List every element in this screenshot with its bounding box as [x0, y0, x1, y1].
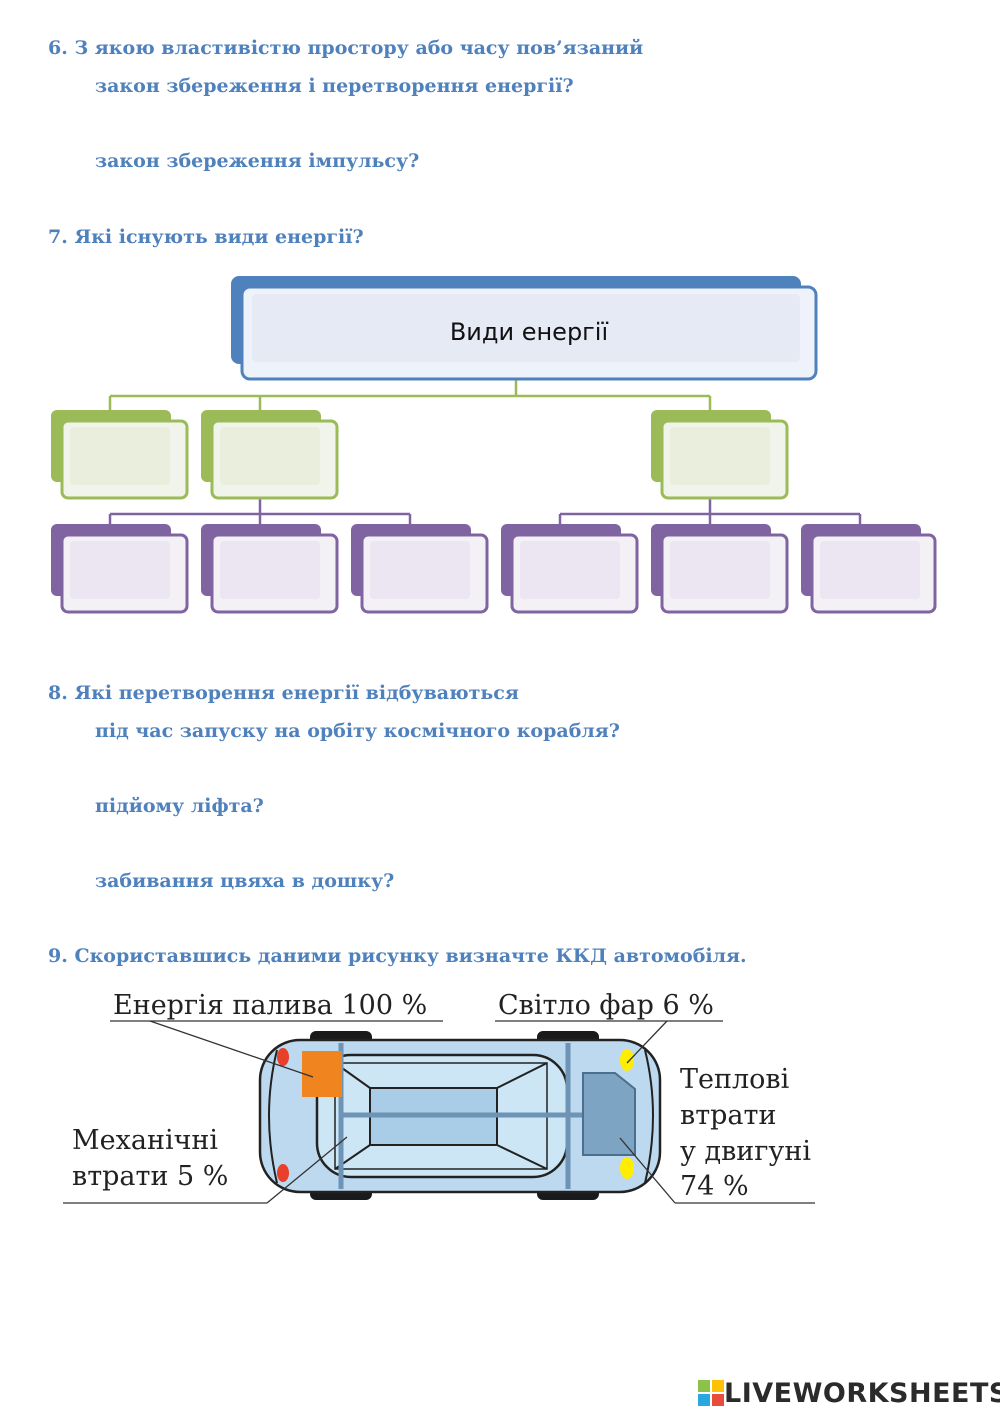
liveworksheets-logo[interactable]: LIVEWORKSHEETS — [698, 1377, 1000, 1409]
question-7-title: 7. Які існують види енергії? — [48, 226, 364, 248]
purple-box-3[interactable] — [351, 524, 489, 614]
purple-box-1[interactable] — [51, 524, 189, 614]
label-headlights: Світло фар 6 % — [498, 990, 714, 1021]
question-9-title: 9. Скориставшись даними рисунку визначте… — [48, 945, 747, 967]
purple-box-6[interactable] — [801, 524, 937, 614]
question-8-title: 8. Які перетворення енергії відбуваються — [48, 682, 519, 704]
purple-box-5[interactable] — [651, 524, 789, 614]
car-energy-illustration: Енергія палива 100 % Світло фар 6 % Меха… — [63, 990, 815, 1204]
label-mechanical-losses-line2: втрати 5 % — [72, 1161, 228, 1192]
purple-box-2[interactable] — [201, 524, 339, 614]
question-6-part-1: закон збереження і перетворення енергії? — [95, 75, 574, 97]
green-box-2[interactable] — [201, 410, 339, 500]
root-box-label: Види енергії — [450, 318, 609, 346]
label-fuel-energy: Енергія палива 100 % — [113, 990, 427, 1021]
label-mechanical-losses-line1: Механічні — [72, 1125, 218, 1156]
liveworksheets-logo-text: LIVEWORKSHEETS — [724, 1377, 1000, 1409]
question-8-part-1: під час запуску на орбіту космічного кор… — [95, 720, 620, 742]
rear-light-bottom — [277, 1164, 289, 1182]
question-8-part-3: забивання цвяха в дошку? — [95, 870, 395, 892]
fuel-tank — [302, 1051, 342, 1097]
liveworksheets-logo-icon — [698, 1380, 724, 1406]
label-heat-losses-line3: у двигуні — [680, 1136, 811, 1167]
label-heat-losses-line4: 74 % — [680, 1171, 749, 1202]
energy-types-diagram: Види енергії — [51, 276, 937, 614]
headlight-bottom — [620, 1157, 634, 1179]
level1-connectors — [108, 370, 712, 412]
question-6-part-2: закон збереження імпульсу? — [95, 150, 420, 172]
purple-box-4[interactable] — [501, 524, 639, 614]
headlight-top — [620, 1049, 634, 1071]
question-8-part-2: підйому ліфта? — [95, 795, 264, 817]
root-box: Види енергії — [231, 276, 818, 381]
green-box-3[interactable] — [651, 410, 789, 500]
engine — [582, 1072, 636, 1156]
question-6-title: 6. З якою властивістю простору або часу … — [48, 37, 644, 59]
label-leader-lines — [63, 1020, 815, 1204]
label-heat-losses-line2: втрати — [680, 1100, 776, 1131]
label-heat-losses-line1: Теплові — [680, 1064, 790, 1095]
rear-light-top — [277, 1048, 289, 1066]
green-box-1[interactable] — [51, 410, 189, 500]
